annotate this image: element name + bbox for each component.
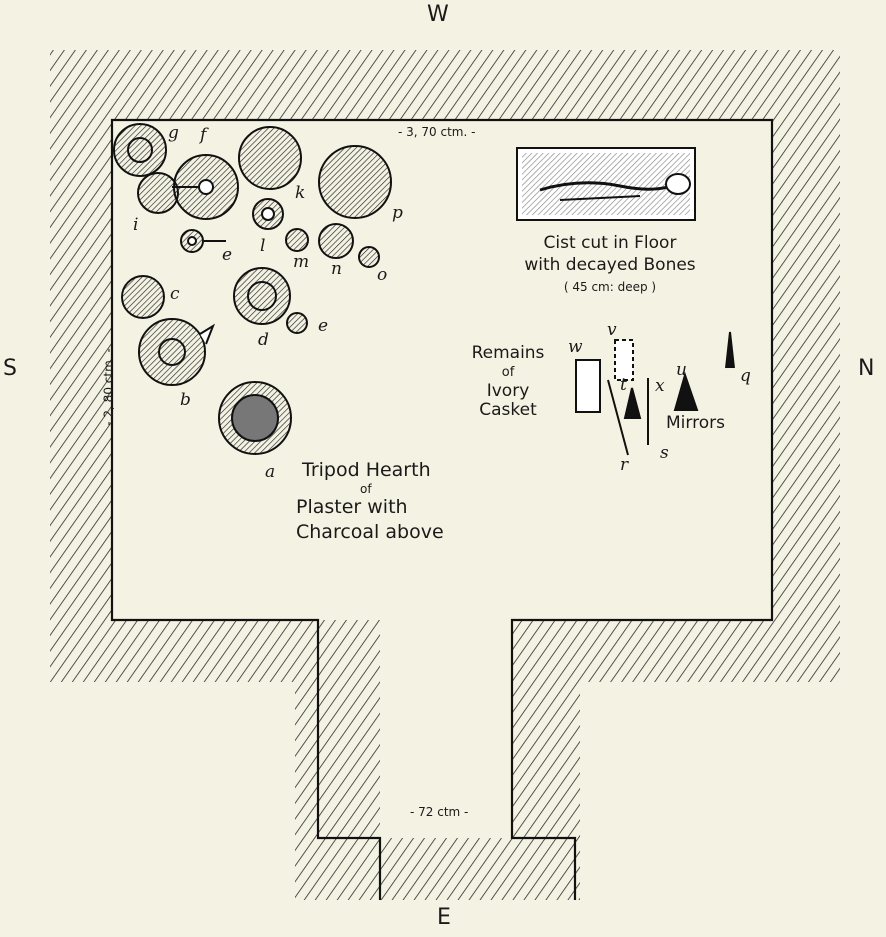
vessels	[113, 123, 392, 455]
label-i: i	[133, 215, 139, 235]
compass-east: E	[437, 905, 451, 930]
dimension-depth: - 2, 80 ctm. -	[101, 348, 116, 426]
note-cist-line2: with decayed Bones	[524, 255, 696, 275]
label-u: u	[676, 360, 687, 380]
note-casket-line1: Remains	[471, 343, 545, 363]
label-a: a	[265, 462, 276, 482]
compass-north: N	[858, 356, 875, 381]
label-e: e	[318, 316, 329, 336]
vessel-e	[286, 312, 308, 334]
find-r	[607, 379, 629, 456]
vessel-k	[238, 126, 302, 190]
label-g: f	[200, 125, 207, 145]
label-o: o	[377, 265, 388, 285]
mirror-u	[673, 371, 699, 411]
note-hearth-line1: Tripod Hearth	[302, 459, 431, 481]
note-hearth-line2: of	[360, 482, 372, 496]
vessel-m	[285, 228, 309, 252]
label-l: l	[260, 236, 266, 256]
compass-west: W	[427, 2, 449, 27]
dimension-width: - 3, 70 ctm. -	[398, 125, 476, 139]
label-p: p	[392, 203, 403, 223]
label-r: r	[620, 455, 629, 475]
vessel-b	[138, 318, 206, 386]
note-cist: Cist cut in Floor with decayed Bones ( 4…	[505, 232, 715, 298]
vessel-c	[121, 275, 165, 319]
north-arrow-icon	[725, 331, 735, 369]
vessel-h	[113, 123, 167, 177]
note-casket-line4: Casket	[479, 400, 537, 420]
label-d: d	[258, 330, 269, 350]
cist	[516, 147, 696, 221]
note-casket: Remains of Ivory Casket	[466, 344, 550, 420]
label-w: w	[568, 337, 583, 357]
note-hearth-line3: Plaster with	[296, 496, 408, 518]
vessel-n	[318, 223, 354, 259]
note-cist-line3: ( 45 cm: deep )	[563, 280, 657, 294]
compass-south: S	[3, 356, 17, 381]
mirror-t	[623, 387, 642, 419]
label-n: n	[331, 259, 342, 279]
label-m: m	[293, 252, 310, 272]
label-f: e	[222, 245, 233, 265]
dimension-doorway: - 72 ctm -	[410, 805, 469, 819]
label-s: s	[660, 443, 669, 463]
vessel-o	[358, 246, 380, 268]
vessel-i	[137, 172, 179, 214]
label-v: v	[607, 320, 617, 340]
vessel-d	[233, 267, 291, 325]
label-b: b	[180, 390, 191, 410]
note-mirrors: Mirrors	[666, 413, 725, 433]
note-casket-line2: of	[501, 365, 515, 380]
vessel-p	[318, 145, 392, 219]
label-c: c	[170, 284, 180, 304]
label-t: t	[620, 375, 627, 395]
label-k: k	[295, 183, 306, 203]
label-h: g	[168, 123, 179, 143]
label-x: x	[655, 376, 665, 396]
note-casket-line3: Ivory	[486, 381, 530, 401]
find-v	[614, 339, 634, 381]
label-q: q	[740, 366, 751, 386]
note-hearth-line4: Charcoal above	[296, 521, 444, 543]
finds-north	[575, 331, 735, 456]
chamber-outline	[110, 118, 774, 900]
note-cist-line1: Cist cut in Floor	[543, 233, 677, 253]
note-hearth: Tripod Hearth of Plaster with Charcoal a…	[296, 458, 476, 545]
ivory-casket	[575, 359, 601, 413]
